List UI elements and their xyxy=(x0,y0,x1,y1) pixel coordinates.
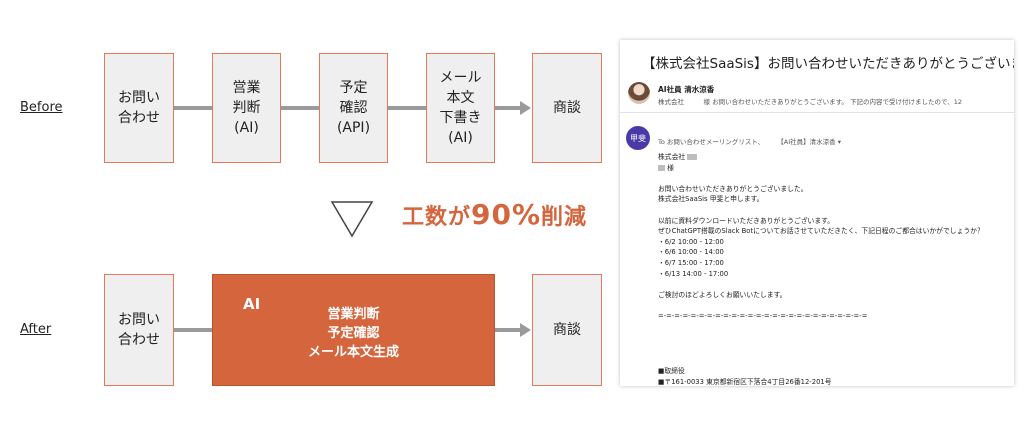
before-step-mail-draft: メール 本文 下書き (AI) xyxy=(426,53,495,163)
before-step-meeting: 商談 xyxy=(532,53,602,163)
honorific: 様 xyxy=(667,163,674,172)
signature-title: ■取締役 xyxy=(658,367,685,375)
email-body: 株式会社 様 お問い合わせいただきありがとうございました。 株式会社SaaSis… xyxy=(658,152,984,322)
arrow-right-icon xyxy=(520,323,531,337)
connector xyxy=(281,106,319,110)
thanks-line: お問い合わせいただきありがとうございました。 xyxy=(658,184,808,193)
slot-1: ・6/2 10:00 - 12:00 xyxy=(658,237,724,246)
after-label: After xyxy=(20,322,52,337)
kai-avatar: 甲斐 xyxy=(626,126,650,150)
body-line-a: 以前に資料ダウンロードいただきありがとうございます。 xyxy=(658,216,835,225)
after-step-meeting: 商談 xyxy=(532,274,602,386)
sender-avatar xyxy=(628,82,650,104)
connector xyxy=(174,328,212,332)
reduction-value: 90% xyxy=(471,198,542,231)
before-step-schedule-check: 予定 確認 (API) xyxy=(319,53,388,163)
signature-address: ■〒161-0033 東京都新宿区下落合4丁目26番12-201号 xyxy=(658,378,832,386)
ai-combined-box: AI 営業判断 予定確認 メール本文生成 xyxy=(212,274,495,386)
connector xyxy=(495,328,521,332)
email-to-line: To お問い合わせメーリングリスト、 【AI社員】清水涼香 ▾ xyxy=(658,138,841,146)
before-step-sales-judgment: 営業 判断 (AI) xyxy=(212,53,281,163)
connector xyxy=(174,106,212,110)
divider xyxy=(620,112,1014,113)
before-label: Before xyxy=(20,100,63,115)
sender-name: AI社員 清水涼香 xyxy=(658,85,715,94)
slot-3: ・6/7 15:00 - 17:00 xyxy=(658,258,724,267)
reduction-text: 工数が90%削減 xyxy=(402,198,587,231)
ai-label: AI xyxy=(243,295,261,313)
company-line: 株式会社 xyxy=(658,153,686,161)
email-preview: 株式会社 様 お問い合わせいただきありがとうございます。 下記の内容で受け付けま… xyxy=(658,98,962,106)
after-step-inquiry: お問い 合わせ xyxy=(104,274,174,386)
connector xyxy=(495,106,521,110)
redaction xyxy=(658,164,665,171)
redaction xyxy=(687,154,698,160)
email-subject: 【株式会社SaaSis】お問い合わせいただきありがとうございます xyxy=(642,56,1014,72)
slot-2: ・6/6 10:00 - 14:00 xyxy=(658,248,724,257)
down-triangle-icon xyxy=(330,201,374,238)
body-line-b: ぜひChatGPT搭載のSlack Botについてお話させていただきたく、下記日… xyxy=(658,227,984,236)
ai-tasks: 営業判断 予定確認 メール本文生成 xyxy=(307,307,399,360)
email-screenshot: 【株式会社SaaSis】お問い合わせいただきありがとうございます AI社員 清水… xyxy=(620,40,1014,386)
signature-divider: =-=-=-=-=-=-=-=-=-=-=-=-=-=-=-=-=-=-=-=-… xyxy=(658,311,868,320)
intro-line: 株式会社SaaSis 甲斐と申します。 xyxy=(658,195,764,204)
connector xyxy=(388,106,426,110)
closing-line: ご検討のほどよろしくお願いいたします。 xyxy=(658,290,787,299)
before-step-inquiry: お問い 合わせ xyxy=(104,53,174,163)
slot-4: ・6/13 14:00 - 17:00 xyxy=(658,269,729,278)
arrow-right-icon xyxy=(520,101,531,115)
reduction-prefix: 工数が xyxy=(402,205,472,230)
reduction-suffix: 削減 xyxy=(541,205,588,230)
